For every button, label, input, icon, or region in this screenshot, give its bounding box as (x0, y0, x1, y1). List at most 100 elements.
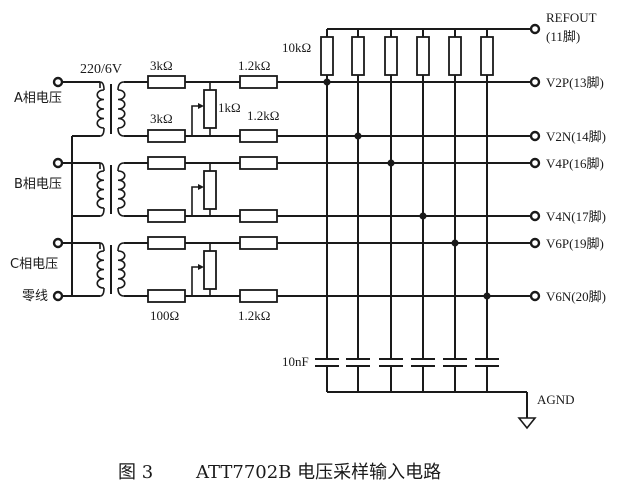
primary-top (99, 242, 105, 252)
primary-coil (96, 89, 105, 129)
pot-wiper (191, 105, 202, 136)
label-neutral: 零线 (22, 289, 48, 304)
junction-dot (323, 78, 331, 86)
label-cap-10nf: 10nF (282, 354, 309, 369)
label-refout-pin: (11脚) (546, 29, 580, 44)
transformer (96, 242, 126, 297)
junction-dot (451, 239, 459, 247)
secondary-bottom (117, 127, 125, 137)
label-pot-1k: 1kΩ (218, 100, 241, 115)
column (315, 29, 339, 392)
terminal-output (529, 237, 541, 249)
label-a-phase: A相电压 (14, 91, 62, 106)
output-resistor (239, 75, 278, 89)
label-agnd: AGND (537, 392, 575, 407)
terminal-neutral (52, 290, 64, 302)
primary-bottom (99, 207, 105, 217)
output-resistor (239, 129, 278, 143)
output-resistor (239, 236, 278, 250)
primary-bottom (99, 287, 105, 297)
label-c-phase: C相电压 (10, 257, 58, 272)
secondary-top (117, 242, 125, 252)
label-r-3k-top: 3kΩ (150, 58, 173, 73)
terminal-a-phase (52, 76, 64, 88)
transformer (96, 162, 126, 217)
figure-title: ATT7702B 电压采样输入电路 (195, 462, 441, 483)
terminal-output (529, 157, 541, 169)
primary-coil (96, 170, 105, 209)
junction-dot (354, 132, 362, 140)
ground-icon (517, 417, 537, 430)
label-r-3k-bottom: 3kΩ (150, 111, 173, 126)
terminal-c-phase (52, 237, 64, 249)
wiper-arrow-icon (198, 184, 204, 190)
secondary-coil (117, 250, 126, 289)
primary-top (99, 81, 105, 91)
secondary-coil (117, 89, 126, 129)
transformer (96, 81, 126, 137)
series-resistor (147, 236, 186, 250)
input-section (52, 76, 100, 302)
terminal-refout (529, 23, 541, 35)
secondary-top (117, 162, 125, 172)
column (443, 29, 467, 392)
input-channels (124, 75, 530, 303)
pullup-resistor (351, 36, 365, 76)
potentiometer (203, 89, 217, 129)
secondary-top (117, 81, 125, 91)
terminal-output (529, 210, 541, 222)
junction-dot (387, 159, 395, 167)
label-b-phase: B相电压 (14, 177, 62, 192)
wiper-arrow-icon (198, 264, 204, 270)
column (379, 29, 403, 392)
pullup-resistor (384, 36, 398, 76)
pot-wiper (191, 266, 202, 296)
primary-top (99, 162, 105, 172)
figure-number: 图 3 (118, 462, 153, 483)
junction-dot (419, 212, 427, 220)
label-transformer-rating: 220/6V (80, 62, 122, 77)
secondary-bottom (117, 287, 125, 297)
label-r-1-2k-top: 1.2kΩ (238, 58, 270, 73)
primary-coil (96, 250, 105, 289)
label-refout: REFOUT (546, 10, 597, 25)
terminal-output (529, 130, 541, 142)
wiper-arrow-icon (198, 103, 204, 109)
label-output-v2n: V2N(14脚) (546, 129, 606, 144)
column (411, 29, 435, 392)
label-r-100: 100Ω (150, 308, 179, 323)
series-resistor (147, 129, 186, 143)
output-resistor (239, 156, 278, 170)
junction-dot (483, 292, 491, 300)
primary-bottom (99, 127, 105, 137)
series-resistor (147, 75, 186, 89)
label-pullup-10k: 10kΩ (282, 40, 311, 55)
channel (124, 236, 530, 303)
output-matrix (315, 23, 541, 430)
label-output-v6p: V6P(19脚) (546, 236, 604, 251)
secondary-coil (117, 170, 126, 209)
label-output-v4n: V4N(17脚) (546, 209, 606, 224)
label-r-1-2k-second: 1.2kΩ (247, 108, 279, 123)
output-resistor (239, 289, 278, 303)
pullup-resistor (448, 36, 462, 76)
series-resistor (147, 156, 186, 170)
pot-wiper (191, 186, 202, 216)
label-output-v4p: V4P(16脚) (546, 156, 604, 171)
label-output-v2p: V2P(13脚) (546, 75, 604, 90)
pullup-resistor (416, 36, 430, 76)
potentiometer (203, 250, 217, 290)
column (475, 29, 499, 392)
series-resistor (147, 289, 186, 303)
pullup-resistor (480, 36, 494, 76)
output-resistor (239, 209, 278, 223)
terminal-output (529, 76, 541, 88)
series-resistor (147, 209, 186, 223)
label-r-1-2k-bottom: 1.2kΩ (238, 308, 270, 323)
label-output-v6n: V6N(20脚) (546, 289, 606, 304)
terminal-output (529, 290, 541, 302)
terminal-b-phase (52, 157, 64, 169)
potentiometer (203, 170, 217, 210)
pullup-resistor (320, 36, 334, 76)
